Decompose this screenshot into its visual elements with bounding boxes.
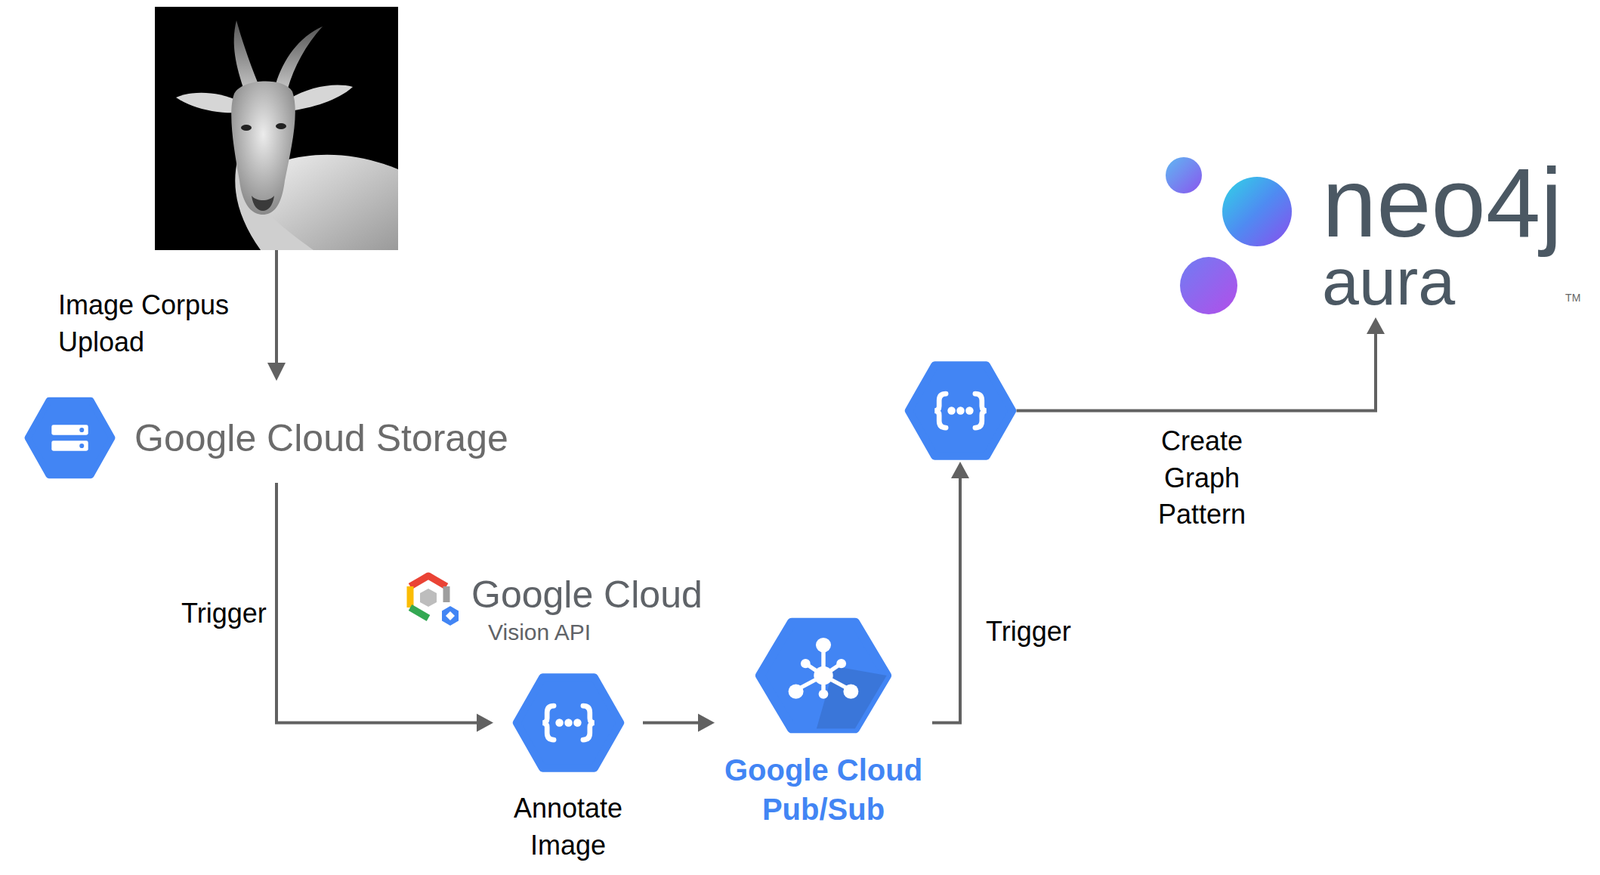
- node-text: aura: [1322, 248, 1563, 316]
- service-node: Annotate Image: [493, 668, 643, 867]
- edge-label: Trigger: [985, 613, 1072, 651]
- edge-label: Create Graph Pattern: [1126, 423, 1278, 534]
- connector: [276, 482, 494, 733]
- arrow-head: [476, 713, 494, 733]
- fn-icon: [512, 671, 625, 774]
- connector-line: [1016, 333, 1377, 411]
- text-stack: neo4jaura: [1322, 153, 1563, 316]
- service-node: [904, 359, 1017, 462]
- connector: [1016, 317, 1386, 411]
- service-node: neo4jaura: [1159, 151, 1563, 318]
- connector: [642, 713, 715, 733]
- connector: [932, 461, 970, 723]
- connector-line: [932, 478, 961, 723]
- neo-icon: [1159, 151, 1323, 318]
- node-text: Google Cloud Pub/Sub: [717, 750, 930, 829]
- arrow-head: [951, 461, 970, 479]
- service-node: Google Cloud Pub/Sub: [714, 612, 933, 832]
- free-label: Vision API: [488, 620, 591, 644]
- connector-line: [642, 721, 699, 725]
- vision-api-logo: [410, 575, 460, 627]
- free-label: Image Corpus Upload: [58, 287, 263, 361]
- arrow-head: [698, 713, 715, 733]
- node-text: neo4j: [1322, 153, 1563, 252]
- gcs-icon: [24, 395, 116, 480]
- node-text: Google Cloud Storage: [134, 415, 509, 461]
- free-label: Google Cloud: [471, 575, 703, 614]
- free-label: TM: [1565, 292, 1581, 303]
- pubsub-icon: [754, 615, 893, 736]
- goat-photo: [154, 6, 399, 251]
- service-node: Google Cloud Storage: [21, 392, 512, 483]
- fn-icon: [904, 359, 1017, 462]
- upload-arrow: [267, 250, 286, 381]
- connector-line: [276, 482, 477, 723]
- node-text: Annotate Image: [496, 790, 640, 864]
- arrow-head: [1366, 317, 1385, 334]
- edge-label: Trigger: [181, 595, 267, 633]
